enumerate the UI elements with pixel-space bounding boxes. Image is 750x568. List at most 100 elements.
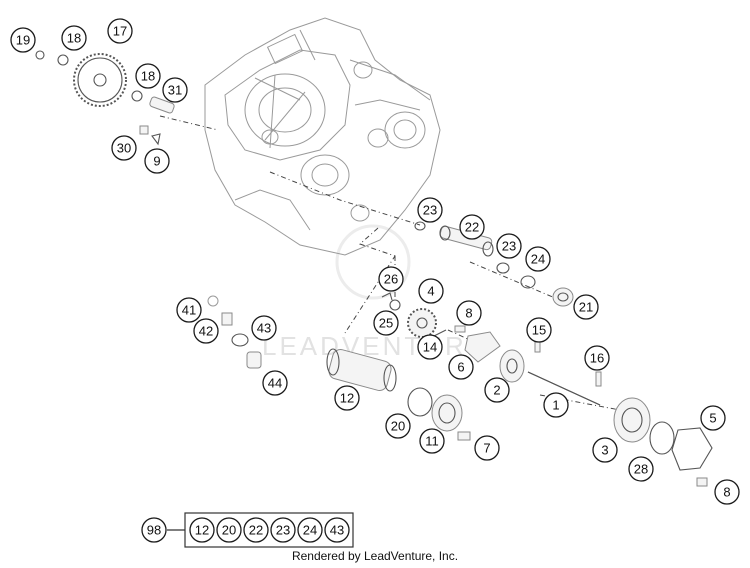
callout-25[interactable]: 25 bbox=[373, 310, 399, 336]
key-9 bbox=[151, 133, 161, 146]
pump-housing-3 bbox=[613, 397, 651, 443]
svg-text:21: 21 bbox=[579, 300, 593, 315]
callout-19[interactable]: 19 bbox=[10, 27, 36, 53]
svg-text:1: 1 bbox=[552, 398, 559, 413]
callout-41[interactable]: 41 bbox=[176, 297, 202, 323]
svg-text:25: 25 bbox=[379, 316, 393, 331]
callout-28[interactable]: 28 bbox=[628, 456, 654, 482]
svg-text:43: 43 bbox=[257, 321, 271, 336]
callout-6[interactable]: 6 bbox=[448, 354, 474, 380]
callout-12[interactable]: 12 bbox=[334, 385, 360, 411]
svg-text:17: 17 bbox=[113, 24, 127, 39]
callout-23[interactable]: 23 bbox=[417, 197, 443, 223]
ring-24 bbox=[520, 275, 536, 289]
callout-7[interactable]: 7 bbox=[474, 435, 500, 461]
svg-text:12: 12 bbox=[340, 391, 354, 406]
plug-21 bbox=[552, 287, 574, 307]
watermark-text: LEADVENTURE bbox=[262, 331, 487, 361]
svg-text:2: 2 bbox=[493, 383, 500, 398]
callout-30[interactable]: 30 bbox=[111, 135, 137, 161]
callout-9[interactable]: 9 bbox=[144, 148, 170, 174]
callout-44[interactable]: 44 bbox=[262, 370, 288, 396]
callout-11[interactable]: 11 bbox=[419, 428, 445, 454]
svg-text:8: 8 bbox=[465, 306, 472, 321]
svg-text:5: 5 bbox=[709, 411, 716, 426]
clip-26 bbox=[381, 292, 393, 301]
crankcase bbox=[204, 17, 441, 256]
svg-text:22: 22 bbox=[249, 523, 263, 538]
svg-text:23: 23 bbox=[276, 523, 290, 538]
bolt-7 bbox=[457, 431, 471, 441]
spring-42 bbox=[221, 312, 233, 326]
svg-text:9: 9 bbox=[153, 154, 160, 169]
ball-41 bbox=[207, 295, 219, 307]
rotor-2 bbox=[499, 349, 525, 383]
plug-44 bbox=[246, 351, 262, 369]
callout-21[interactable]: 21 bbox=[573, 294, 599, 320]
washer-18a bbox=[57, 54, 69, 66]
svg-text:3: 3 bbox=[601, 443, 608, 458]
svg-text:43: 43 bbox=[330, 523, 344, 538]
kit-item-12[interactable]: 12 bbox=[189, 517, 215, 543]
svg-text:14: 14 bbox=[423, 340, 437, 355]
svg-text:7: 7 bbox=[483, 441, 490, 456]
sprocket-17 bbox=[73, 53, 127, 107]
svg-text:26: 26 bbox=[384, 272, 398, 287]
oring-23a bbox=[414, 221, 426, 231]
watermark: LEADVENTURE bbox=[262, 224, 487, 361]
pin-16 bbox=[595, 371, 602, 387]
svg-text:30: 30 bbox=[117, 141, 131, 156]
kit-item-22[interactable]: 22 bbox=[243, 517, 269, 543]
cover-5 bbox=[671, 427, 713, 471]
svg-text:23: 23 bbox=[423, 203, 437, 218]
callout-42[interactable]: 42 bbox=[193, 318, 219, 344]
callout-31[interactable]: 31 bbox=[162, 77, 188, 103]
kit-item-24[interactable]: 24 bbox=[297, 517, 323, 543]
svg-text:15: 15 bbox=[532, 323, 546, 338]
callout-15[interactable]: 15 bbox=[526, 317, 552, 343]
shaft-31 bbox=[149, 96, 175, 114]
svg-text:23: 23 bbox=[502, 239, 516, 254]
callout-20[interactable]: 20 bbox=[385, 413, 411, 439]
callout-22[interactable]: 22 bbox=[459, 214, 485, 240]
callout-43[interactable]: 43 bbox=[251, 315, 277, 341]
callout-18[interactable]: 18 bbox=[135, 63, 161, 89]
svg-text:18: 18 bbox=[141, 69, 155, 84]
svg-text:41: 41 bbox=[182, 303, 196, 318]
gasket-28 bbox=[649, 421, 675, 455]
oring-20 bbox=[407, 387, 433, 417]
callout-98[interactable]: 98 bbox=[141, 517, 167, 543]
svg-text:28: 28 bbox=[634, 462, 648, 477]
callout-17[interactable]: 17 bbox=[107, 18, 133, 44]
cover-11 bbox=[431, 394, 463, 432]
svg-text:6: 6 bbox=[457, 360, 464, 375]
svg-text:98: 98 bbox=[147, 523, 161, 538]
svg-text:16: 16 bbox=[590, 351, 604, 366]
kit-box bbox=[184, 512, 354, 548]
callout-14[interactable]: 14 bbox=[417, 334, 443, 360]
svg-text:12: 12 bbox=[195, 523, 209, 538]
gear-4 bbox=[407, 308, 437, 338]
callout-4[interactable]: 4 bbox=[418, 278, 444, 304]
callout-26[interactable]: 26 bbox=[378, 266, 404, 292]
callout-23[interactable]: 23 bbox=[496, 233, 522, 259]
callout-24[interactable]: 24 bbox=[525, 246, 551, 272]
callout-3[interactable]: 3 bbox=[592, 437, 618, 463]
kit-item-23[interactable]: 23 bbox=[270, 517, 296, 543]
callout-16[interactable]: 16 bbox=[584, 345, 610, 371]
svg-text:8: 8 bbox=[723, 485, 730, 500]
svg-text:42: 42 bbox=[199, 324, 213, 339]
callout-1[interactable]: 1 bbox=[543, 392, 569, 418]
callout-8[interactable]: 8 bbox=[456, 300, 482, 326]
callout-2[interactable]: 2 bbox=[484, 377, 510, 403]
callout-18[interactable]: 18 bbox=[61, 25, 87, 51]
washer-18b bbox=[131, 90, 143, 102]
kit-item-43[interactable]: 43 bbox=[324, 517, 350, 543]
callout-5[interactable]: 5 bbox=[700, 405, 726, 431]
kit-item-20[interactable]: 20 bbox=[216, 517, 242, 543]
callout-8[interactable]: 8 bbox=[714, 479, 740, 505]
svg-text:20: 20 bbox=[391, 419, 405, 434]
filter-12 bbox=[326, 348, 397, 392]
svg-text:44: 44 bbox=[268, 376, 282, 391]
bolt-8a bbox=[454, 325, 466, 333]
